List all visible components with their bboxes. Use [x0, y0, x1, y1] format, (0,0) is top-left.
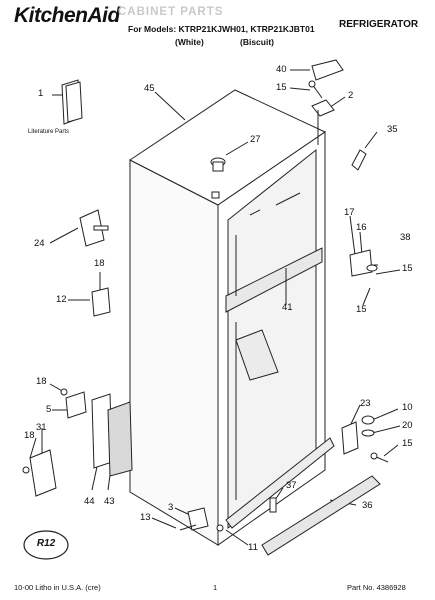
- category-label: REFRIGERATOR: [339, 19, 419, 30]
- models-line: For Models: KTRP21KJWH01, KTRP21KJBT01: [128, 24, 315, 34]
- color-biscuit: (Biscuit): [240, 37, 274, 47]
- literature-parts-label: Literature Parts: [28, 129, 70, 135]
- callout-18: 18: [94, 258, 105, 269]
- callout-40: 40: [276, 64, 287, 75]
- callout-41: 41: [282, 302, 293, 313]
- callout-15: 15: [356, 304, 367, 315]
- callout-1: 1: [38, 88, 44, 99]
- callout-38: 38: [400, 232, 411, 243]
- footer-part-number: Part No. 4386928: [347, 583, 406, 592]
- callout-24: 24: [34, 238, 45, 249]
- callout-15: 15: [276, 82, 287, 93]
- callout-37: 37: [286, 480, 297, 491]
- color-white: (White): [175, 37, 204, 47]
- footer-page-number: 1: [213, 583, 218, 592]
- callout-3: 3: [168, 502, 174, 513]
- callout-15: 15: [402, 438, 413, 449]
- callout-44: 44: [84, 496, 95, 507]
- callout-11: 11: [248, 542, 258, 553]
- callout-43: 43: [104, 496, 115, 507]
- callout-36: 36: [362, 500, 373, 511]
- callout-18: 18: [36, 376, 47, 387]
- callout-45: 45: [144, 83, 155, 94]
- callout-12: 12: [56, 294, 67, 305]
- callout-18: 18: [24, 430, 35, 441]
- callout-23: 23: [360, 398, 371, 409]
- callout-2: 2: [348, 90, 354, 101]
- page-title: CABINET PARTS: [118, 6, 224, 18]
- callout-17: 17: [344, 207, 355, 218]
- brand-logo: KitchenAid: [14, 4, 120, 27]
- callout-10: 10: [402, 402, 413, 413]
- callout-20: 20: [402, 420, 413, 431]
- callout-31: 31: [36, 422, 47, 433]
- callout-35: 35: [387, 124, 398, 135]
- callout-15: 15: [402, 263, 413, 274]
- callout-16: 16: [356, 222, 367, 233]
- callout-27: 27: [250, 134, 261, 145]
- callout-13: 13: [140, 512, 151, 523]
- callout-5: 5: [46, 404, 52, 415]
- refrigerant-stamp: R12: [36, 538, 56, 549]
- footer-litho: 10-00 Litho in U.S.A. (cre): [14, 583, 101, 592]
